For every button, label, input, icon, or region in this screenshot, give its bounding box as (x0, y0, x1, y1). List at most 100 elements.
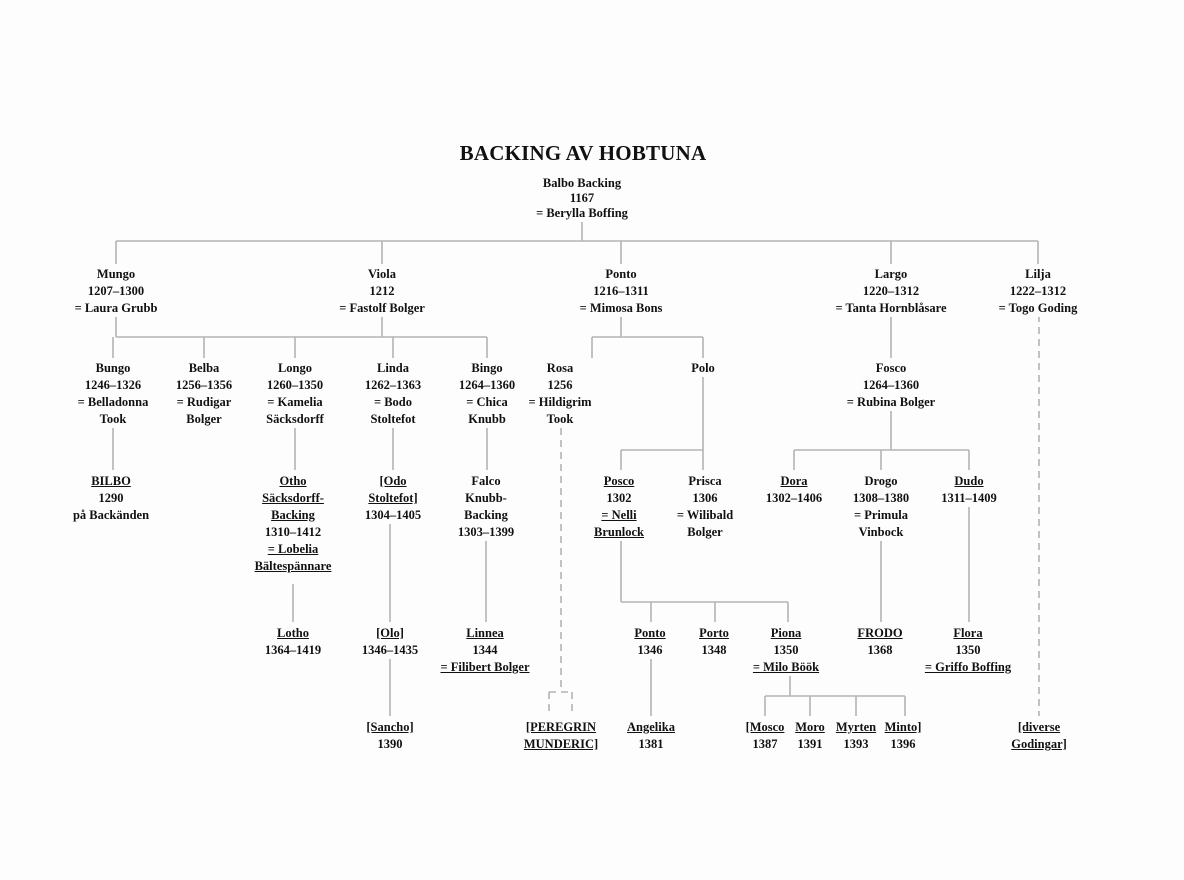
chart-title: BACKING AV HOBTUNA (459, 141, 707, 165)
person-line: = Kamelia (267, 395, 323, 409)
person-line: = Chica (466, 395, 508, 409)
person-polo: Polo (691, 360, 715, 377)
person-line: 1246–1326 (84, 378, 142, 392)
person-line: 1262–1363 (364, 378, 422, 392)
person-line: 1220–1312 (862, 284, 920, 298)
person-line: 1311–1409 (941, 491, 997, 505)
person-line: 1393 (843, 737, 869, 751)
person-line: Minto] (884, 720, 922, 734)
person-line: 1381 (638, 737, 664, 751)
person-viola: Viola 1212 = Fastolf Bolger (339, 266, 425, 317)
person-line: 1256–1356 (175, 378, 233, 392)
person-line: Dudo (954, 474, 984, 488)
person-olo: [Olo] 1346–1435 (361, 625, 419, 659)
person-line: Backing (464, 508, 508, 522)
person-line: 1264–1360 (458, 378, 516, 392)
person-line: Vinbock (858, 525, 904, 539)
person-line: 1264–1360 (862, 378, 920, 392)
person-line: 1308–1380 (852, 491, 910, 505)
person-line: 1290 (98, 491, 124, 505)
person-line: Säcksdorff- (262, 491, 324, 505)
person-line: FRODO (857, 626, 903, 640)
person-line: = Lobelia (267, 542, 319, 556)
person-line: 1396 (890, 737, 916, 751)
person-line: = Griffo Boffing (924, 660, 1012, 674)
person-line: Bingo (471, 361, 503, 375)
person-line: Rosa (546, 361, 574, 375)
person-largo: Largo 1220–1312 = Tanta Hornblåsare (835, 266, 947, 317)
person-line: [Olo] (376, 626, 404, 640)
person-line: 1302 (606, 491, 632, 505)
person-peregrin: [PEREGRIN MUNDERIC] (523, 719, 599, 753)
person-line: [PEREGRIN (525, 720, 597, 734)
person-line: 1350 (773, 643, 799, 657)
person-line: 1304–1405 (364, 508, 422, 522)
person-line: 1346–1435 (361, 643, 419, 657)
person-line: 1212 (369, 284, 395, 298)
person-line: Longo (277, 361, 313, 375)
person-line: [diverse (1017, 720, 1061, 734)
person-line: Belba (188, 361, 220, 375)
person-line: = Filibert Bolger (440, 660, 530, 674)
person-line: 1350 (955, 643, 981, 657)
person-line: 1306 (692, 491, 718, 505)
person-line: 1302–1406 (765, 491, 823, 505)
person-line: Falco (471, 474, 501, 488)
person-line: 1207–1300 (87, 284, 145, 298)
person-line: = Primula (854, 508, 908, 522)
person-line: 1216–1311 (593, 284, 649, 298)
person-line: Brunlock (593, 525, 645, 539)
person-line: Polo (691, 361, 715, 375)
person-mosco: [Mosco 1387 (745, 719, 785, 753)
person-line: Balbo Backing (542, 176, 622, 190)
person-line: [Sancho] (366, 720, 414, 734)
person-line: 1303–1399 (457, 525, 515, 539)
person-line: = Mimosa Bons (579, 301, 663, 315)
person-line: = Nelli (601, 508, 637, 522)
person-line: 1310–1412 (264, 525, 322, 539)
person-line: 1167 (569, 191, 595, 205)
person-line: Took (99, 412, 127, 426)
person-line: Viola (367, 267, 397, 281)
person-line: = Milo Böök (752, 660, 820, 674)
person-line: Otho (279, 474, 307, 488)
person-line: 1344 (472, 643, 498, 657)
person-line: = Tanta Hornblåsare (835, 301, 947, 315)
person-line: Prisca (688, 474, 722, 488)
person-line: Porto (699, 626, 729, 640)
person-line: [Odo (379, 474, 407, 488)
person-line: 1260–1350 (266, 378, 324, 392)
person-line: 1387 (752, 737, 778, 751)
person-line: Säcksdorff (266, 412, 324, 426)
person-line: = Fastolf Bolger (339, 301, 425, 315)
person-line: = Rudigar (176, 395, 232, 409)
person-line: Godingar] (1011, 737, 1067, 751)
person-line: = Laura Grubb (74, 301, 158, 315)
person-line: [Mosco (745, 720, 785, 734)
person-line: Bolger (186, 412, 222, 426)
person-line: Took (546, 412, 574, 426)
person-line: Lotho (277, 626, 309, 640)
person-dudo: Dudo 1311–1409 (941, 473, 997, 507)
person-line: Largo (874, 267, 908, 281)
person-line: = Belladonna (77, 395, 149, 409)
person-line: Bungo (95, 361, 131, 375)
person-line: MUNDERIC] (523, 737, 599, 751)
